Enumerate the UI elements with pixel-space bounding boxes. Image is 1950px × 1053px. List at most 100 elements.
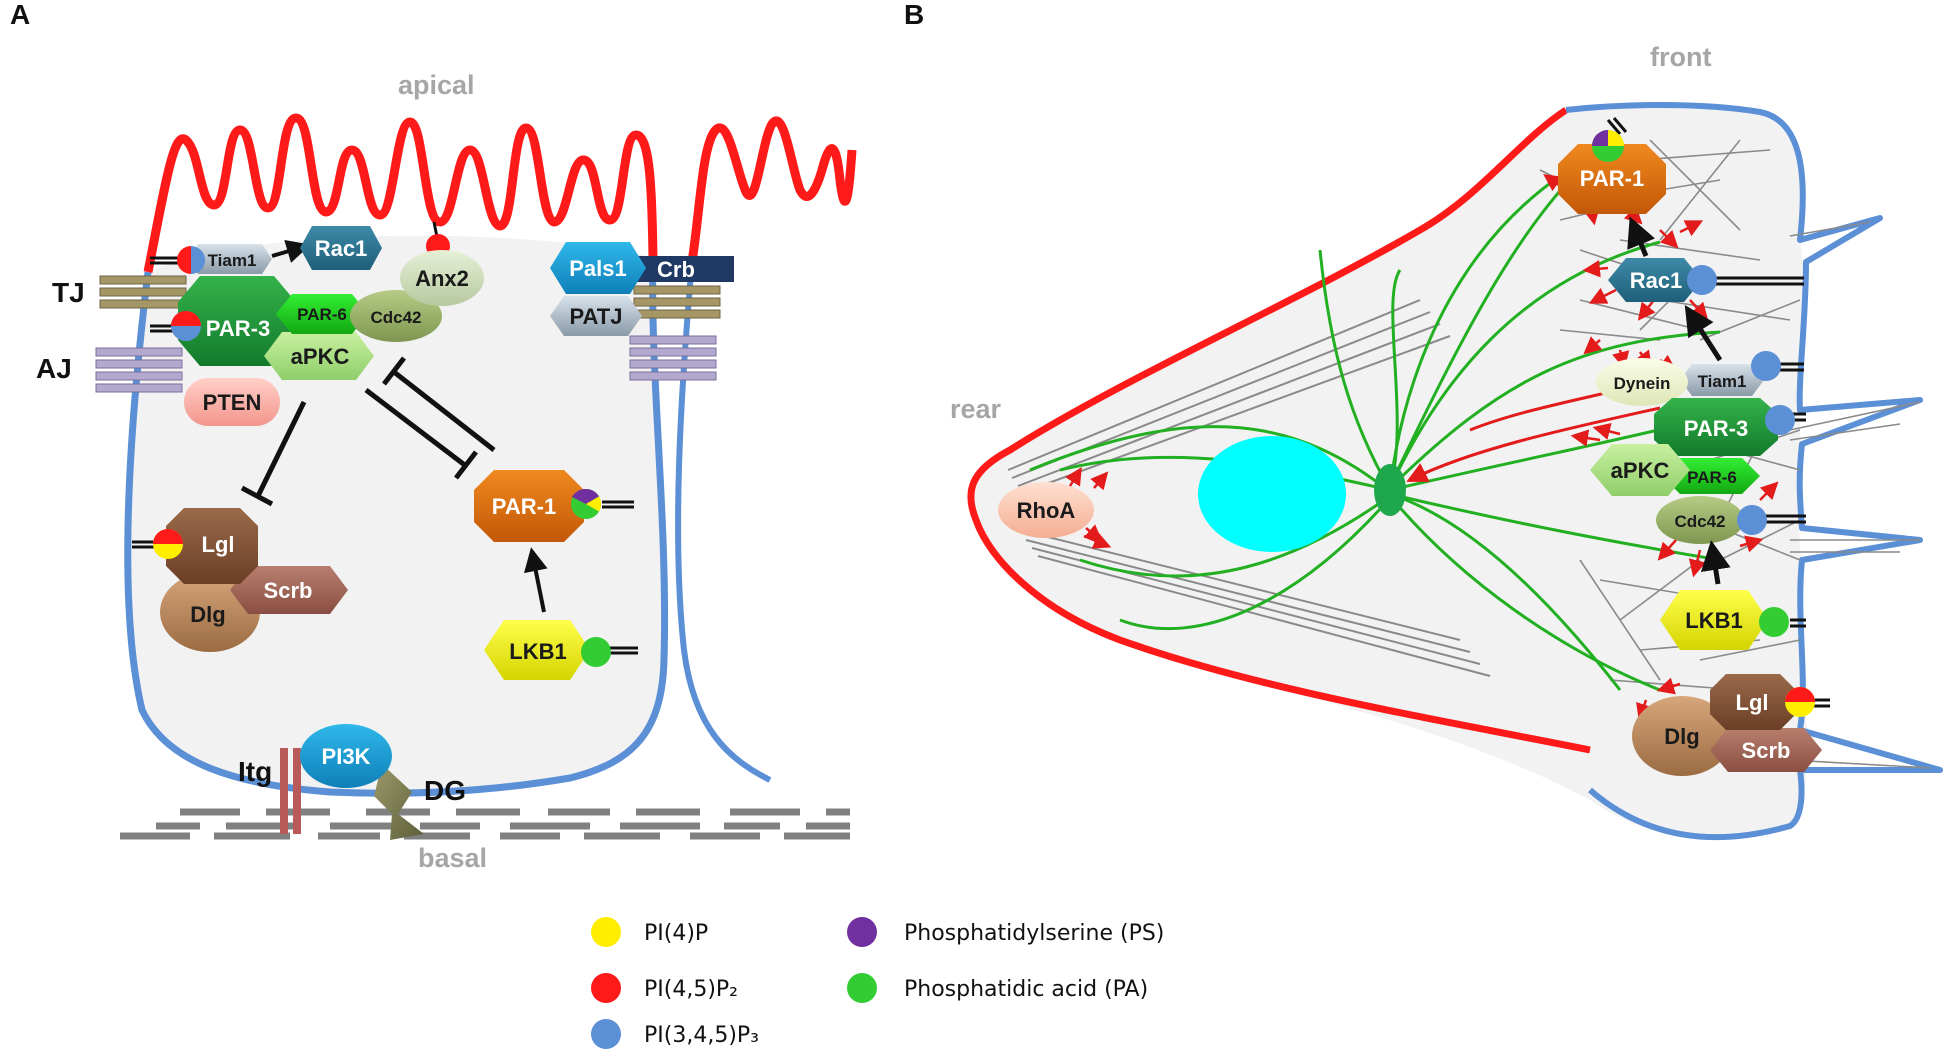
panel-a-letter: A: [10, 0, 30, 30]
tiam1-label-b: Tiam1: [1698, 372, 1747, 391]
lgl-protein-b: Lgl: [1710, 674, 1796, 730]
front-membrane: [1565, 102, 1943, 841]
legend-swatch-pa: [847, 973, 877, 1003]
tiam1-lipid-dot-b: [1751, 351, 1781, 381]
par3-lipid-dot-b: [1765, 405, 1795, 435]
basement-membrane: [120, 808, 850, 840]
apkc-protein-a: aPKC: [264, 332, 374, 380]
par3-label-a: PAR-3: [206, 316, 270, 341]
par3-label-b: PAR-3: [1684, 416, 1748, 441]
apkc-inhibits-lgl: [240, 400, 307, 507]
panel-b-letter: B: [904, 0, 924, 30]
legend-label-ps: Phosphatidylserine (PS): [904, 921, 1164, 946]
patj-label: PATJ: [570, 304, 623, 329]
pals1-label: Pals1: [569, 256, 627, 281]
legend-item-pi4p: PI(4)P: [591, 917, 708, 947]
par3-lipid-dot-a: [171, 311, 201, 341]
lgl-lipid-dot-b: [1785, 687, 1815, 717]
legend-swatch-pi4p: [591, 917, 621, 947]
dlg-label-b: Dlg: [1664, 724, 1699, 749]
legend: PI(4)P PI(4,5)P₂ PI(3,4,5)P₃ Phosphatidy…: [591, 917, 1164, 1049]
par1-label-a: PAR-1: [492, 494, 556, 519]
rear-label: rear: [950, 394, 1002, 424]
legend-label-pi45p2: PI(4,5)P₂: [644, 977, 738, 1002]
pten-protein: PTEN: [184, 378, 280, 426]
lgl-label-a: Lgl: [202, 532, 235, 557]
panel-b: B front rear: [904, 0, 1943, 841]
lgl-label-b: Lgl: [1736, 690, 1769, 715]
par3-protein-a: PAR-3: [178, 276, 296, 366]
scrb-protein-b: Scrb: [1710, 728, 1822, 772]
tiam1-label-a: Tiam1: [208, 251, 257, 270]
apkc-protein-b: aPKC: [1590, 444, 1690, 496]
nucleus: [1198, 436, 1346, 552]
apical-label: apical: [398, 70, 475, 100]
legend-label-pip3: PI(3,4,5)P₃: [644, 1023, 759, 1048]
rhoa-protein: RhoA: [998, 482, 1094, 538]
lkb1-protein-b: LKB1: [1660, 590, 1768, 650]
dlg-label-a: Dlg: [190, 602, 225, 627]
par6-label-a: PAR-6: [297, 305, 347, 324]
par1-inhibits-apkc: [382, 356, 496, 452]
panel-a: A apical basal TJ AJ: [10, 0, 857, 873]
lgl-lipid-dot-a: [153, 529, 183, 559]
legend-swatch-pip3: [591, 1019, 621, 1049]
lkb1-protein-a: LKB1: [484, 620, 590, 680]
crb-protein: Crb: [634, 256, 734, 282]
par3-protein-b: PAR-3: [1654, 398, 1778, 456]
legend-label-pi4p: PI(4)P: [644, 921, 708, 946]
legend-item-ps: Phosphatidylserine (PS): [847, 917, 1164, 947]
apical-membrane: [143, 113, 658, 273]
cdc42-protein-b: Cdc42: [1656, 496, 1744, 544]
tj-label: TJ: [52, 277, 85, 308]
par1-lipid-dot-a: [571, 488, 602, 519]
par1-label-b: PAR-1: [1580, 166, 1644, 191]
neighbor-apical-membrane: [687, 116, 857, 263]
legend-label-pa: Phosphatidic acid (PA): [904, 977, 1148, 1002]
cdc42-protein-a: Cdc42: [350, 290, 442, 342]
lgl-protein-a: Lgl: [166, 508, 258, 584]
tiam1-to-rac1-arrow-b: [1684, 304, 1723, 362]
patj-protein: PATJ: [550, 296, 642, 336]
pten-label: PTEN: [203, 390, 262, 415]
basolateral-membrane: [124, 257, 669, 797]
dynein-label: Dynein: [1614, 374, 1671, 393]
pals1-protein: Pals1: [550, 242, 646, 294]
tiam1-lipid-dot-a: [177, 246, 205, 274]
dynein-protein: Dynein: [1596, 358, 1688, 406]
rac1-protein-b: Rac1: [1608, 258, 1702, 302]
anx2-label: Anx2: [415, 266, 469, 291]
apkc-label-a: aPKC: [291, 344, 350, 369]
adherens-junction-right: [629, 335, 717, 381]
par1-protein-b: PAR-1: [1558, 144, 1666, 214]
rac1-to-par1-arrow: [1627, 216, 1656, 257]
scrb-protein-a: Scrb: [230, 566, 348, 614]
tiam1-protein-a: Tiam1: [188, 244, 272, 274]
pi3k-label: PI3K: [322, 744, 371, 769]
par6-protein-a: PAR-6: [276, 294, 368, 334]
lkb1-lipid-dot-a: [581, 637, 611, 667]
cdc42-lipid-dot-b: [1737, 505, 1767, 535]
cdc42-label-a: Cdc42: [370, 308, 421, 327]
red-mt-track-1: [1406, 406, 1661, 482]
par1-lipid-dot-b: [1592, 130, 1624, 162]
rac1-label-a: Rac1: [315, 236, 368, 261]
rac1-label-b: Rac1: [1630, 268, 1683, 293]
lkb1-to-cdc42-arrow: [1700, 540, 1731, 585]
adherens-junction-left: [95, 347, 183, 393]
scrb-label-b: Scrb: [1742, 738, 1791, 763]
anx2-protein: Anx2: [400, 250, 484, 306]
lkb1-label-b: LKB1: [1685, 608, 1742, 633]
legend-item-pi45p2: PI(4,5)P₂: [591, 973, 738, 1003]
dlg-protein-b: Dlg: [1632, 696, 1732, 776]
dg-label: DG: [424, 775, 466, 806]
front-label: front: [1650, 42, 1711, 72]
par1-protein-a: PAR-1: [474, 470, 584, 542]
lkb1-label-a: LKB1: [509, 639, 566, 664]
par6-label-b: PAR-6: [1687, 468, 1737, 487]
legend-item-pa: Phosphatidic acid (PA): [847, 973, 1148, 1003]
dystroglycan: [374, 764, 424, 840]
tight-junction-left: [99, 275, 187, 309]
tight-junction-right: [633, 285, 721, 319]
